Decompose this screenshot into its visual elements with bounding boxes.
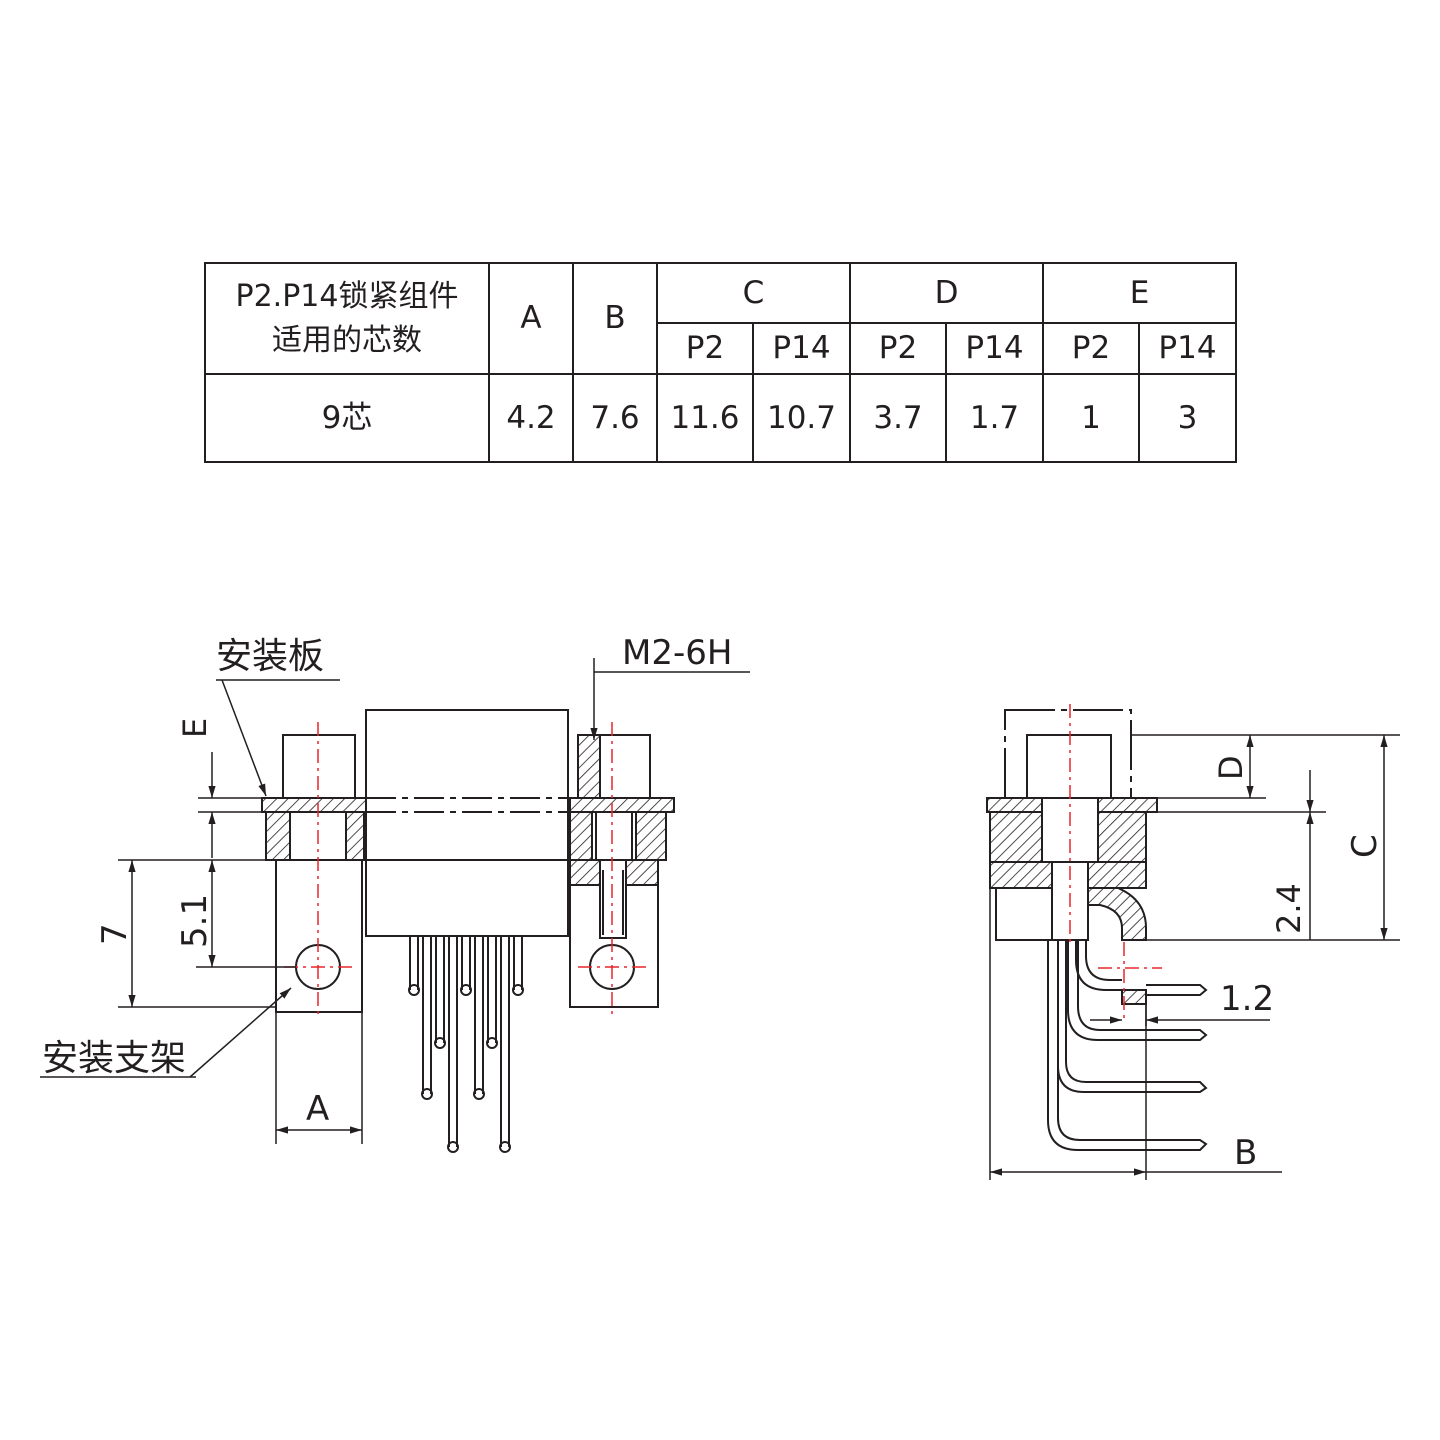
subheader-d-p2: P2 [849,322,947,375]
subheader-c-p14: P14 [752,322,851,375]
subheader-e-p14: P14 [1138,322,1237,375]
cell-e-p2: 1 [1042,373,1140,463]
left-mounting-bracket [275,859,363,1013]
dim-2-4-label: 2.4 [1270,883,1308,934]
subheader-c-p2: P2 [656,322,754,375]
header-d: D [849,262,1044,324]
subheader-e-p2: P2 [1042,322,1140,375]
label-thread-m2-6h: M2-6H [622,633,732,673]
drawing-labels: 安装板 安装支架 M2-6H E 7 5.1 A D C 2.4 1.2 B [42,633,1385,1173]
dimensions-front [40,658,750,1144]
dimensions-side [989,734,1400,1180]
dim-5-1-label: 5.1 [175,894,215,948]
cell-d-p2: 3.7 [849,373,947,463]
header-a: A [488,262,574,375]
dim-7-label: 7 [95,923,135,945]
connector-body [365,709,569,937]
dim-b-label: B [1234,1133,1257,1173]
subheader-d-p14: P14 [945,322,1044,375]
cell-c-p14: 10.7 [752,373,851,463]
cell-b: 7.6 [572,373,658,463]
header-title-line1: P2.P14锁紧组件 [235,279,459,314]
cell-cores: 9芯 [204,373,490,463]
cell-c-p2: 11.6 [656,373,754,463]
dim-e-label: E [176,718,214,738]
header-e: E [1042,262,1237,324]
header-title-line2: 适用的芯数 [272,322,422,358]
pins [408,936,524,1153]
left-lock-post [261,734,369,861]
label-mounting-bracket: 安装支架 [42,1038,186,1079]
dim-c-label: C [1345,834,1385,858]
header-b: B [572,262,658,375]
cell-a: 4.2 [488,373,574,463]
header-cores-title: P2.P14锁紧组件 适用的芯数 [204,262,490,375]
dim-d-label: D [1212,755,1250,780]
dim-a-label: A [306,1089,329,1129]
dim-1-2-label: 1.2 [1220,979,1274,1019]
centerlines-side [1069,704,1162,1022]
header-c: C [656,262,851,324]
spec-table: P2.P14锁紧组件 适用的芯数 A B C D E P2 P14 P2 P14… [204,262,1237,463]
right-lock-post-section [569,734,675,939]
cell-d-p14: 1.7 [945,373,1044,463]
label-mounting-plate: 安装板 [216,636,324,677]
front-view [261,709,675,1153]
cell-e-p14: 3 [1138,373,1237,463]
side-view [986,709,1208,1151]
